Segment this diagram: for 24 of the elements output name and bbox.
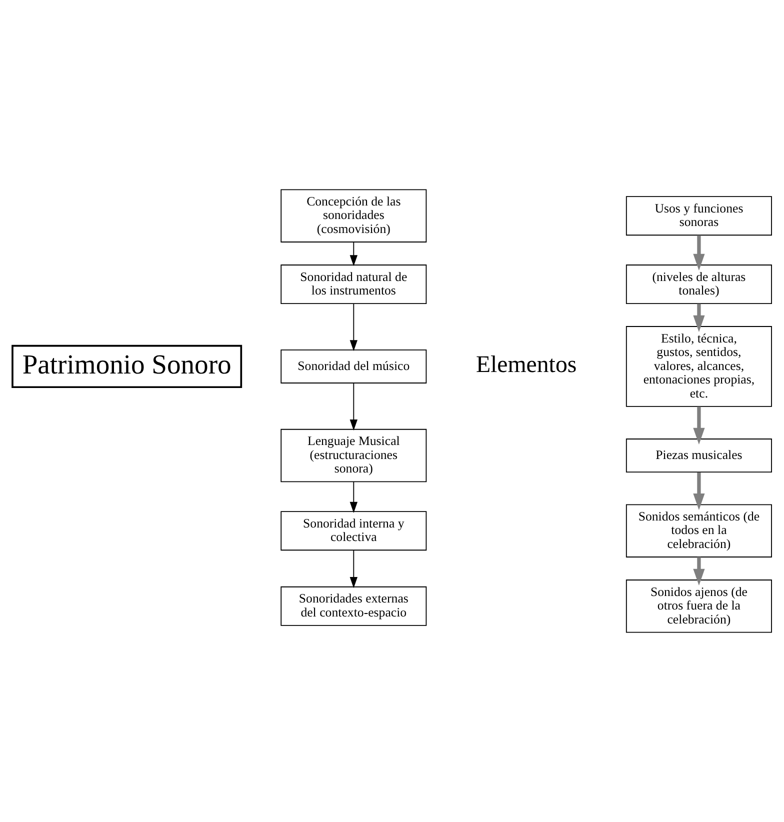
node-box: Piezas musicales bbox=[626, 438, 772, 473]
arrow bbox=[350, 303, 358, 352]
arrow bbox=[350, 550, 358, 588]
node-box: Concepción de las sonoridades (cosmovisión) bbox=[280, 189, 427, 242]
node-box: Sonidos semánticos (de todos en la celebración) bbox=[626, 504, 772, 558]
node-box: (niveles de alturas tonales) bbox=[626, 264, 772, 304]
node-box: Sonidos ajenos (de otros fuera de la celebración) bbox=[626, 580, 772, 633]
node-box: Lenguaje Musical (estructuraciones sonora) bbox=[280, 428, 427, 482]
arrow bbox=[693, 557, 705, 586]
node-box: Estilo, técnica, gustos, sentidos, valores, alcances, entonaciones propias, etc. bbox=[626, 326, 772, 407]
node-box: Sonoridad natural de los instrumentos bbox=[280, 264, 427, 304]
node-box: Usos y funciones sonoras bbox=[626, 196, 772, 236]
node-box: Sonoridad interna y colectiva bbox=[280, 511, 427, 551]
arrow bbox=[350, 382, 358, 431]
arrow bbox=[693, 304, 705, 332]
arrow bbox=[693, 235, 705, 270]
arrow bbox=[693, 472, 705, 510]
arrow bbox=[350, 481, 358, 513]
label: Elementos bbox=[476, 352, 577, 378]
node-box: Patrimonio Sonoro bbox=[12, 344, 242, 388]
node-box: Sonoridad del músico bbox=[280, 349, 427, 384]
node-box: Sonoridades externas del contexto-espacio bbox=[280, 586, 427, 626]
arrow bbox=[350, 242, 358, 266]
arrow bbox=[693, 406, 705, 444]
